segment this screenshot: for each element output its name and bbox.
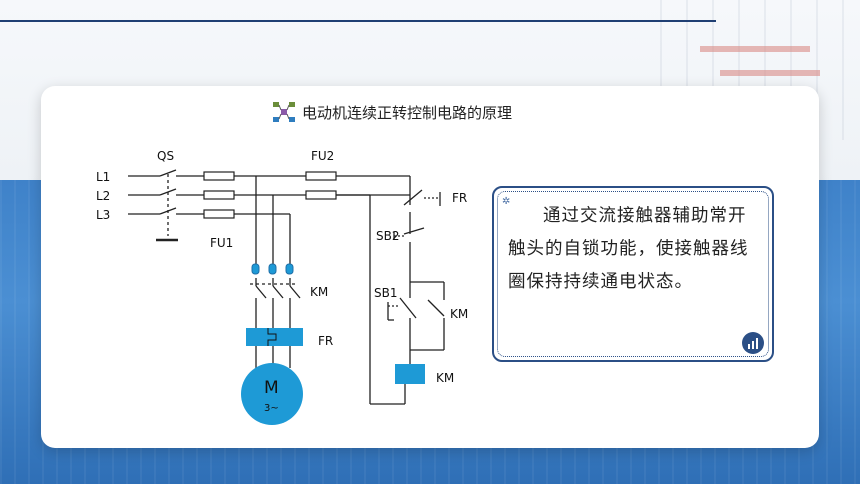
fr-ctrl-label: FR <box>452 191 468 205</box>
km-contact-1 <box>251 263 260 275</box>
explanation-box: ✲ 通过交流接触器辅助常开触头的自锁功能，使接触器线圈保持持续通电状态。 <box>492 186 774 362</box>
km-main-label: KM <box>310 285 329 299</box>
l2-label: L2 <box>96 189 111 203</box>
km-coil <box>395 364 425 384</box>
bar-chart-icon <box>742 332 764 354</box>
fu2-fuse-2 <box>305 190 337 200</box>
sb2-label: SB2 <box>376 229 400 243</box>
qs-label: QS <box>157 149 175 163</box>
background-stripe <box>700 46 810 52</box>
fu1-fuse-2 <box>203 190 235 200</box>
km-contact-3 <box>285 263 294 275</box>
sb1-label: SB1 <box>374 286 398 300</box>
motor-label: M <box>264 378 279 398</box>
l1-label: L1 <box>96 170 111 184</box>
km-coil-label: KM <box>436 371 455 385</box>
header-rule <box>0 20 716 22</box>
slide-title: 电动机连续正转控制电路的原理 <box>272 100 512 124</box>
network-icon <box>273 102 295 122</box>
fr-main-label: FR <box>318 334 334 348</box>
l3-label: L3 <box>96 208 111 222</box>
fu1-label: FU1 <box>210 236 234 250</box>
motor <box>241 363 303 425</box>
explanation-text: 通过交流接触器辅助常开触头的自锁功能，使接触器线圈保持持续通电状态。 <box>508 206 749 292</box>
background-stripe <box>720 70 820 76</box>
fu1-fuse-1 <box>203 171 235 181</box>
motor-phase-label: 3~ <box>264 403 279 414</box>
fu2-fuse-1 <box>305 171 337 181</box>
gear-icon: ✲ <box>502 196 511 207</box>
fr-thermal-element <box>246 328 303 346</box>
km-aux-label: KM <box>450 307 469 321</box>
fu1-fuse-3 <box>203 209 235 219</box>
slide-title-text: 电动机连续正转控制电路的原理 <box>302 103 513 122</box>
km-contact-2 <box>268 263 277 275</box>
fu2-label: FU2 <box>311 149 335 163</box>
